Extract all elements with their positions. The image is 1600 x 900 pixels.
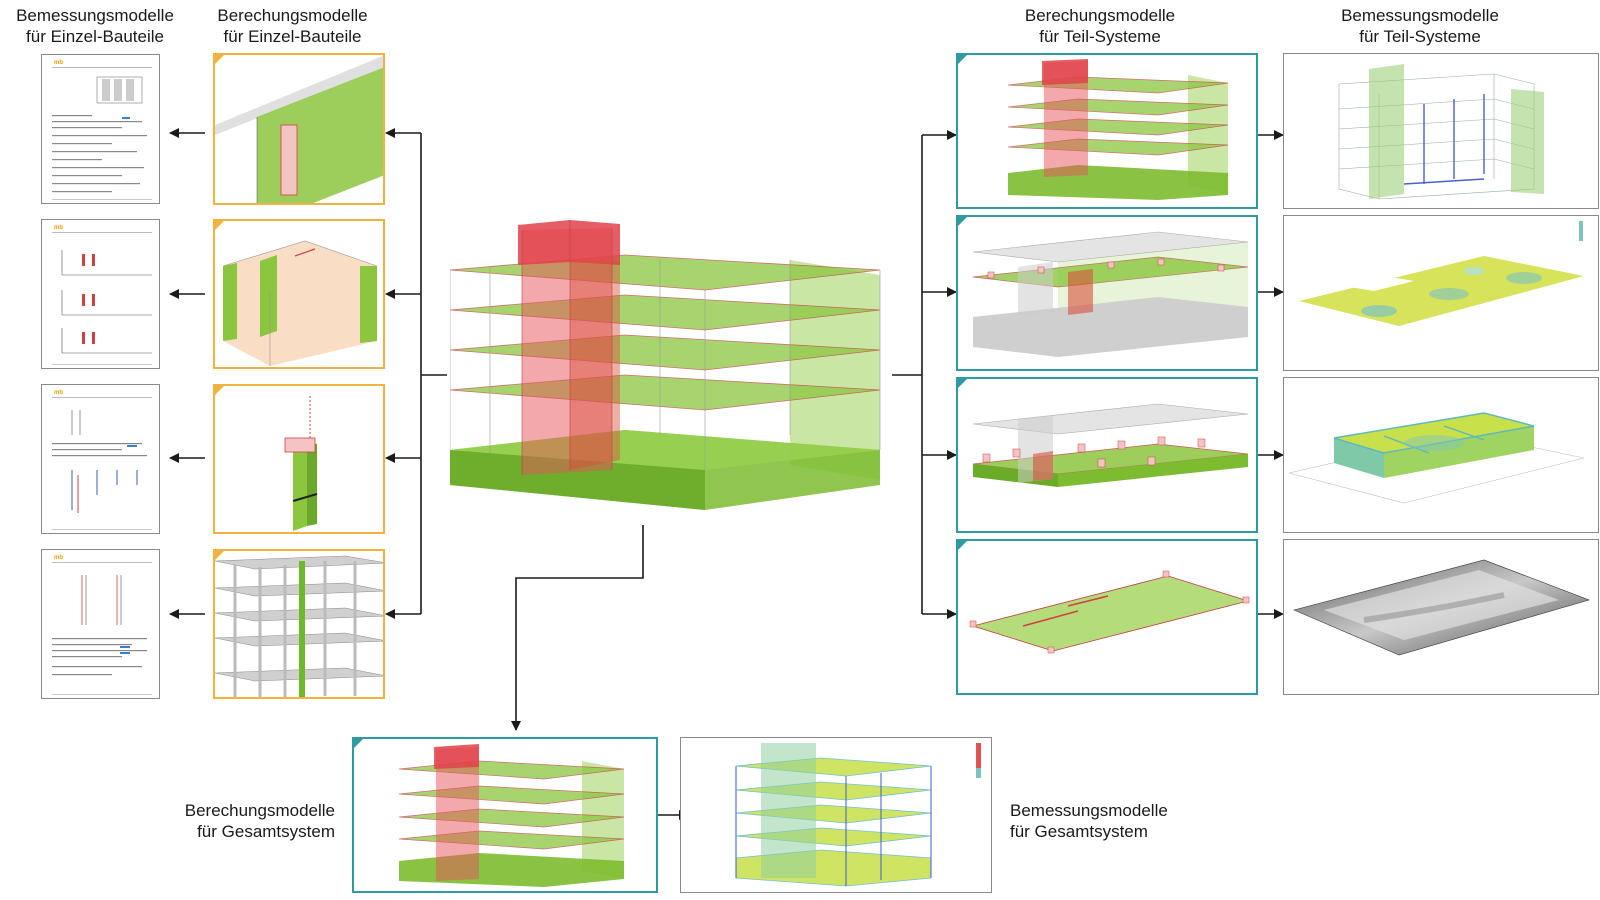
wall-model	[215, 55, 383, 203]
doc-page: mb	[52, 555, 152, 695]
panel-corner-marker	[354, 739, 363, 748]
calc-subsystem-3	[956, 377, 1258, 533]
design-component-doc-2: mb	[41, 219, 160, 369]
heading-line: Bemessungsmodelle	[1341, 6, 1499, 25]
calc-component-column	[213, 384, 385, 534]
design-result	[1288, 412, 1585, 504]
overall-calc-model	[398, 744, 625, 887]
panel-corner-marker	[958, 541, 967, 550]
panel-corner-marker	[215, 221, 224, 230]
panel-corner-marker	[215, 55, 224, 64]
heading-design-subsystems: Bemessungsmodelle für Teil-Systeme	[1320, 5, 1520, 47]
subsystem-model	[972, 231, 1249, 357]
heading-design-components: Bemessungsmodelle für Einzel-Bauteile	[0, 5, 190, 47]
calc-component-walls	[213, 219, 385, 369]
heading-line: für Teil-Systeme	[1359, 27, 1481, 46]
calc-subsystem-4	[956, 539, 1258, 695]
panel-corner-marker	[958, 379, 967, 388]
design-subsystem-1	[1283, 53, 1599, 209]
heading-line: Bemessungsmodelle	[16, 6, 174, 25]
heading-line: für Gesamtsystem	[197, 822, 335, 841]
design-subsystem-4	[1283, 539, 1599, 695]
heading-design-overall: Bemessungsmodelle für Gesamtsystem	[1010, 800, 1210, 842]
subsystem-model	[1007, 59, 1229, 200]
doc-page: mb	[52, 225, 152, 365]
heading-calc-subsystems: Berechungsmodelle für Teil-Systeme	[1000, 5, 1200, 47]
design-result	[1293, 559, 1590, 656]
calc-overall-model	[352, 737, 658, 893]
design-result	[1299, 221, 1584, 326]
design-subsystem-2	[1283, 215, 1599, 371]
subsystem-model	[972, 403, 1249, 487]
svg-text:mb: mb	[54, 225, 63, 231]
design-component-doc-1: mb	[41, 54, 160, 204]
svg-text:mb: mb	[54, 390, 63, 396]
heading-calc-overall: Berechungsmodelle für Gesamtsystem	[150, 800, 335, 842]
calc-subsystem-1	[956, 53, 1258, 209]
svg-text:mb: mb	[54, 555, 63, 561]
svg-text:mb: mb	[54, 60, 63, 66]
heading-line: für Einzel-Bauteile	[223, 27, 362, 46]
panel-corner-marker	[215, 551, 224, 560]
design-component-doc-4: mb	[41, 549, 160, 699]
building-model	[450, 220, 881, 510]
doc-page: mb	[52, 390, 152, 530]
panel-corner-marker	[215, 386, 224, 395]
heading-calc-components: Berechungsmodelle für Einzel-Bauteile	[200, 5, 385, 47]
calc-component-frame	[213, 549, 385, 699]
calc-component-wall	[213, 53, 385, 205]
design-component-doc-3: mb	[41, 384, 160, 534]
heading-line: für Teil-Systeme	[1039, 27, 1161, 46]
heading-line: für Gesamtsystem	[1010, 822, 1148, 841]
heading-line: für Einzel-Bauteile	[26, 27, 164, 46]
overall-design-result	[735, 743, 981, 887]
design-overall-model	[680, 737, 992, 893]
calc-subsystem-2	[956, 215, 1258, 371]
heading-line: Berechungsmodelle	[184, 801, 335, 820]
design-result	[1338, 64, 1544, 200]
frame-model	[215, 555, 383, 697]
overall-building-model	[450, 220, 890, 520]
heading-line: Berechungsmodelle	[217, 6, 368, 25]
panel-corner-marker	[958, 217, 967, 226]
heading-line: Berechungsmodelle	[1024, 6, 1176, 25]
design-subsystem-3	[1283, 377, 1599, 533]
column-model	[284, 396, 318, 531]
panel-corner-marker	[958, 55, 967, 64]
subsystem-model	[969, 570, 1250, 654]
doc-page: mb	[52, 60, 152, 200]
arrow-to-calc-overall	[511, 525, 644, 731]
heading-line: Bemessungsmodelle	[1010, 801, 1168, 820]
walls-model	[222, 240, 378, 366]
